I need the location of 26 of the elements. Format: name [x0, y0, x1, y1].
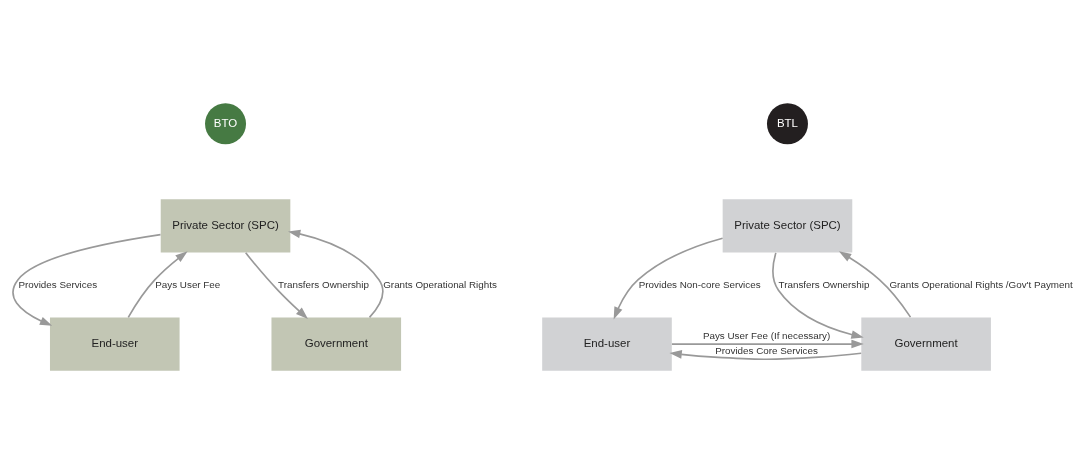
edge-label: Transfers Ownership	[278, 278, 369, 290]
edge-label: Provides Services	[18, 278, 98, 290]
edge-label: Pays User Fee (If necessary)	[702, 329, 831, 341]
edge-label: Grants Operational Rights	[383, 278, 497, 290]
arrow	[671, 339, 864, 348]
arrow	[772, 251, 864, 339]
edge-label: Provides Core Services	[715, 344, 818, 356]
node-box: End-user	[542, 316, 672, 371]
arrow	[244, 251, 308, 319]
edge-label: Grants Operational Rights /Gov't Payment	[889, 278, 1073, 290]
arrow	[669, 349, 862, 360]
node-box: End-user	[49, 316, 180, 371]
node-box: Private Sector (SPC)	[160, 198, 291, 253]
node-box: Government	[861, 316, 991, 371]
arrow	[613, 236, 724, 319]
edge-label: Provides Non-core Services	[638, 278, 761, 290]
node-box: Government	[271, 316, 402, 371]
node-circle: BTO	[205, 102, 247, 144]
edge-label: Pays User Fee	[155, 278, 221, 290]
node-circle: BTL	[766, 102, 808, 144]
arrow	[288, 229, 384, 318]
edge-label: Transfers Ownership	[778, 278, 870, 290]
arrow	[838, 250, 912, 318]
arrow	[127, 250, 188, 318]
arrow	[12, 233, 162, 326]
node-box: Private Sector (SPC)	[722, 198, 853, 253]
